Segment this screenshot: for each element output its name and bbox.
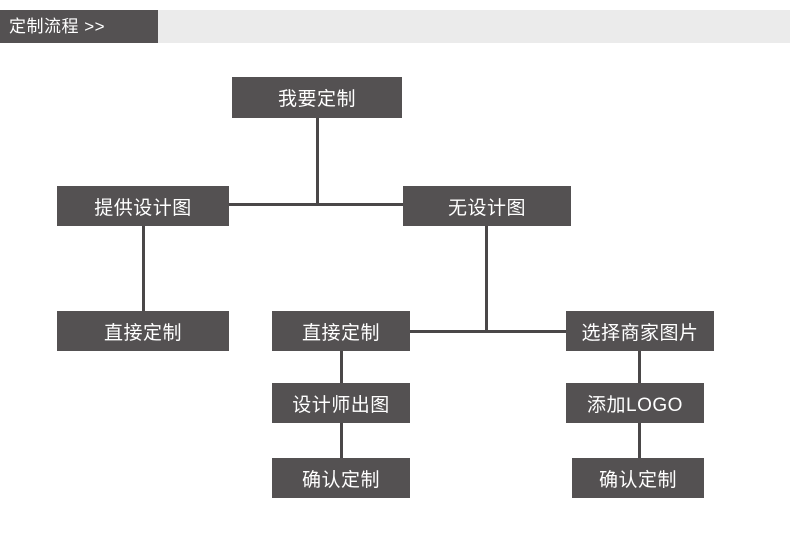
flow-connector-designer-down <box>340 423 343 458</box>
flow-node-start[interactable]: 我要定制 <box>232 77 402 118</box>
flow-connector-split-row3 <box>410 330 566 333</box>
flow-connector-direct-mid-down <box>340 351 343 383</box>
flow-node-has-design[interactable]: 提供设计图 <box>57 186 229 226</box>
flow-node-confirm-mid[interactable]: 确认定制 <box>272 458 410 498</box>
flow-node-confirm-right[interactable]: 确认定制 <box>572 458 704 498</box>
flow-connector-no-design-down <box>485 226 488 331</box>
flow-node-add-logo[interactable]: 添加LOGO <box>566 383 704 423</box>
flow-node-designer-draft[interactable]: 设计师出图 <box>272 383 410 423</box>
flow-connector-add-logo-down <box>638 423 641 458</box>
flow-node-pick-merchant[interactable]: 选择商家图片 <box>566 311 714 351</box>
flow-node-direct-mid[interactable]: 直接定制 <box>272 311 410 351</box>
flow-node-no-design[interactable]: 无设计图 <box>403 186 571 226</box>
flow-connector-start-down <box>316 118 319 205</box>
flow-connector-pick-merchant-down <box>638 351 641 383</box>
section-title-tab: 定制流程 >> <box>0 10 158 43</box>
flow-node-direct-left[interactable]: 直接定制 <box>57 311 229 351</box>
flow-connector-split-row2 <box>229 203 403 206</box>
flow-connector-has-design-down <box>142 226 145 311</box>
